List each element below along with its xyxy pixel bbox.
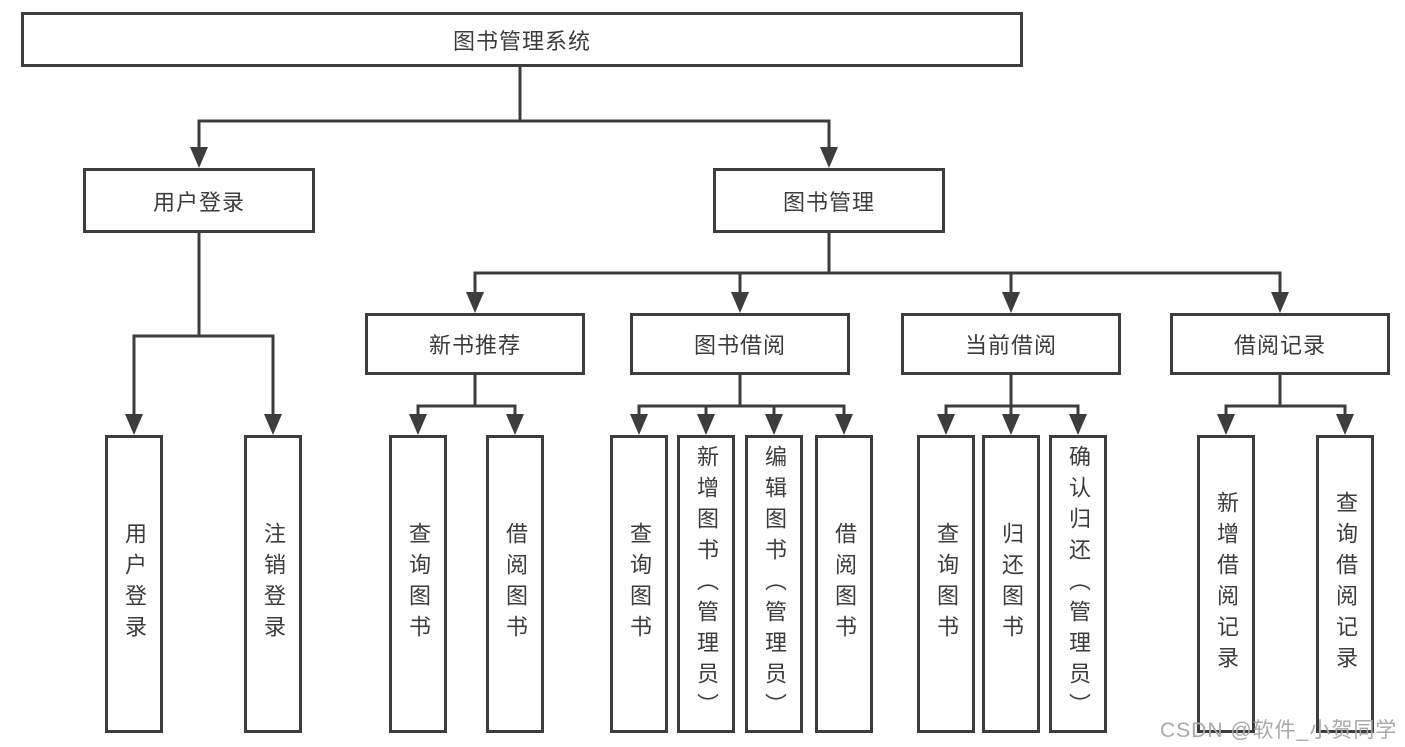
node-add-book-admin: 新增图书（管理员）: [677, 435, 735, 733]
node-current-borrowing-label: 当前借阅: [964, 333, 1057, 358]
node-logout-label: 注销登录: [261, 522, 286, 646]
node-borrow-books-label: 借阅图书: [832, 522, 857, 646]
node-return-book: 归还图书: [982, 435, 1040, 733]
node-borrow-books-recommend: 借阅图书: [486, 435, 544, 733]
node-query-books-recommend: 查询图书: [389, 435, 447, 733]
node-borrowing-records-label: 借阅记录: [1233, 333, 1326, 358]
node-edit-book-admin-label: 编辑图书（管理员）: [762, 444, 787, 724]
node-book-management-label: 图书管理: [782, 189, 875, 215]
node-borrow-books: 借阅图书: [815, 435, 873, 733]
node-user-login-group: 用户登录: [83, 168, 315, 233]
node-confirm-return-admin: 确认归还（管理员）: [1049, 435, 1107, 733]
node-book-borrowing-label: 图书借阅: [693, 333, 786, 358]
node-library-system: 图书管理系统: [21, 12, 1023, 67]
node-query-books-current-label: 查询图书: [934, 522, 959, 646]
node-query-books-current: 查询图书: [917, 435, 975, 733]
node-book-borrowing: 图书借阅: [630, 313, 850, 375]
node-confirm-return-admin-label: 确认归还（管理员）: [1066, 444, 1091, 724]
node-query-books-borrowing-label: 查询图书: [627, 522, 652, 646]
node-add-book-admin-label: 新增图书（管理员）: [694, 444, 719, 724]
node-borrowing-records: 借阅记录: [1170, 313, 1390, 375]
node-add-borrow-record-label: 新增借阅记录: [1214, 491, 1239, 677]
node-borrow-books-recommend-label: 借阅图书: [503, 522, 528, 646]
watermark: CSDN @软件_小贺同学: [1160, 719, 1398, 742]
node-query-borrow-record: 查询借阅记录: [1316, 435, 1374, 733]
node-add-borrow-record: 新增借阅记录: [1197, 435, 1255, 733]
node-query-borrow-record-label: 查询借阅记录: [1333, 491, 1358, 677]
node-current-borrowing: 当前借阅: [901, 313, 1121, 375]
node-user-login: 用户登录: [105, 435, 163, 733]
node-user-login-group-label: 用户登录: [152, 189, 245, 215]
node-new-book-recommend-label: 新书推荐: [428, 333, 521, 358]
node-edit-book-admin: 编辑图书（管理员）: [745, 435, 803, 733]
node-query-books-recommend-label: 查询图书: [406, 522, 431, 646]
node-return-book-label: 归还图书: [999, 522, 1024, 646]
node-book-management: 图书管理: [713, 168, 945, 233]
node-new-book-recommend: 新书推荐: [365, 313, 585, 375]
node-library-system-label: 图书管理系统: [452, 28, 591, 54]
node-user-login-label: 用户登录: [122, 522, 147, 646]
node-logout: 注销登录: [244, 435, 302, 733]
node-query-books-borrowing: 查询图书: [610, 435, 668, 733]
